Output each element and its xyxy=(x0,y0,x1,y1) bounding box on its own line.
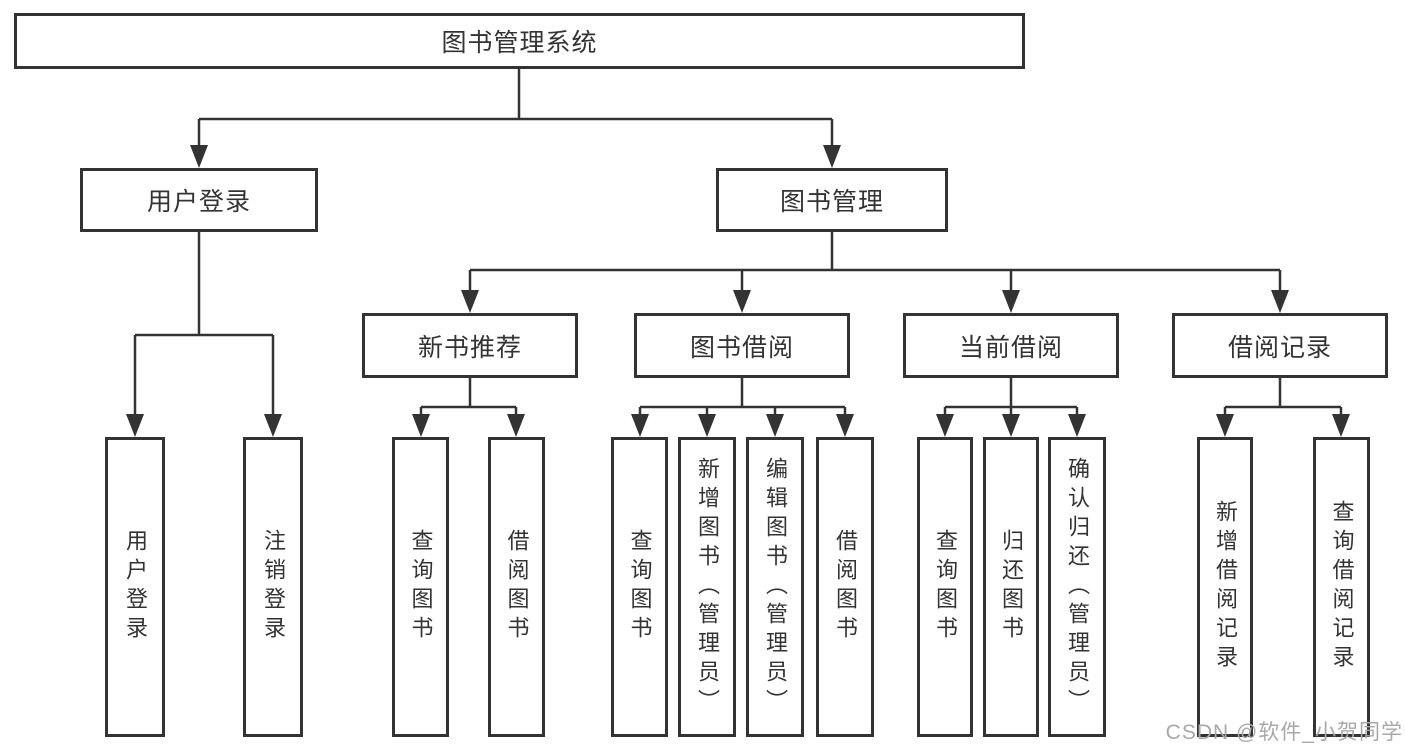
node-library-management-system: 图书管理系统 xyxy=(14,13,1025,69)
leaf-logout-login: 注销登录 xyxy=(243,437,303,737)
leaf-current-query-books: 查询图书 xyxy=(917,437,973,737)
node-new-book-recommendation: 新书推荐 xyxy=(362,313,578,378)
leaf-recommend-borrow-books: 借阅图书 xyxy=(488,437,545,737)
leaf-current-return-books: 归还图书 xyxy=(983,437,1039,737)
leaf-borrowing-query-books: 查询图书 xyxy=(611,437,668,737)
leaf-borrowing-add-books-admin: 新增图书（管理员） xyxy=(678,437,736,737)
node-user-login: 用户登录 xyxy=(80,168,318,232)
node-current-borrowing: 当前借阅 xyxy=(903,313,1119,378)
leaf-recommend-query-books: 查询图书 xyxy=(392,437,449,737)
leaf-records-query-borrow-record: 查询借阅记录 xyxy=(1313,437,1370,737)
leaf-records-add-borrow-record: 新增借阅记录 xyxy=(1197,437,1253,737)
arrowheads xyxy=(126,145,1350,437)
tree-edges xyxy=(133,69,1343,415)
leaf-current-confirm-return-admin: 确认归还（管理员） xyxy=(1048,437,1106,737)
csdn-watermark: CSDN @软件_小贺同学 xyxy=(1165,721,1403,744)
leaf-borrowing-edit-books-admin: 编辑图书（管理员） xyxy=(746,437,804,737)
node-book-management: 图书管理 xyxy=(716,168,948,232)
leaf-user-login: 用户登录 xyxy=(105,437,165,737)
node-borrowing-records: 借阅记录 xyxy=(1172,313,1388,378)
node-book-borrowing: 图书借阅 xyxy=(634,313,850,378)
leaf-borrowing-borrow-books: 借阅图书 xyxy=(816,437,874,737)
